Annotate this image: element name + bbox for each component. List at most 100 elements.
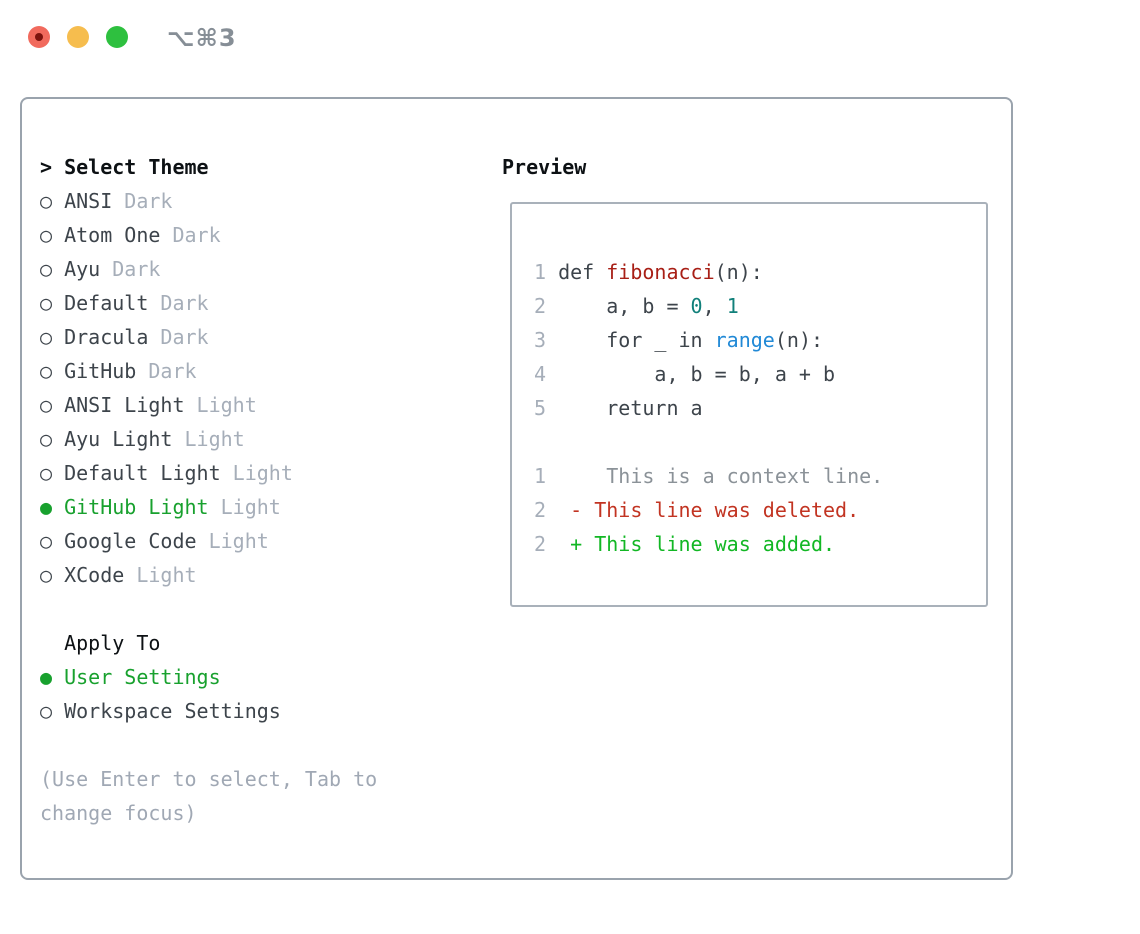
radio-icon: ○ [40, 393, 53, 417]
code-segment: 0 [690, 294, 703, 318]
radio-icon: ○ [40, 427, 53, 451]
code-segment: a, b = [558, 294, 691, 318]
theme-picker: > Select Theme ○ ANSI Dark○ Atom One Dar… [40, 150, 377, 830]
radio-icon: ● [40, 495, 53, 519]
code-line: 4 a, b = b, a + b [534, 357, 986, 391]
theme-option-ansi[interactable]: ○ ANSI Dark [40, 184, 377, 218]
window-title: ⌥⌘3 [167, 24, 237, 52]
radio-icon: ○ [40, 257, 53, 281]
apply-option-name: User Settings [52, 665, 221, 689]
apply-option-user-settings[interactable]: ● User Settings [40, 660, 377, 694]
theme-option-ayu-light[interactable]: ○ Ayu Light Light [40, 422, 377, 456]
code-segment: 4 [534, 362, 559, 386]
apply-option-workspace-settings[interactable]: ○ Workspace Settings [40, 694, 377, 728]
maximize-button[interactable] [106, 26, 128, 48]
code-segment: range [714, 328, 775, 352]
code-segment: , [702, 294, 727, 318]
radio-icon: ○ [40, 563, 53, 587]
theme-option-tag: Light [196, 529, 269, 553]
theme-option-github[interactable]: ○ GitHub Dark [40, 354, 377, 388]
theme-option-ansi-light[interactable]: ○ ANSI Light Light [40, 388, 377, 422]
code-segment: 1 [534, 464, 547, 488]
code-segment: 2 [534, 294, 559, 318]
radio-icon: ○ [40, 699, 53, 723]
theme-option-tag: Dark [100, 257, 161, 281]
theme-option-tag: Light [124, 563, 197, 587]
code-segment: + This line was added. [546, 532, 836, 556]
select-theme-header: > Select Theme [40, 150, 377, 184]
theme-option-tag: Dark [148, 291, 209, 315]
theme-option-name: GitHub Light [52, 495, 209, 519]
apply-to-header-label: Apply To [64, 631, 161, 655]
code-segment: 3 [534, 328, 559, 352]
radio-icon: ○ [40, 359, 53, 383]
apply-to-indent [40, 631, 64, 655]
code-segment: 2 [534, 532, 547, 556]
code-segment: (n): [774, 328, 824, 352]
theme-option-tag: Light [172, 427, 245, 451]
theme-option-tag: Dark [148, 325, 209, 349]
hint-line-2: change focus) [40, 801, 197, 825]
theme-option-atom-one[interactable]: ○ Atom One Dark [40, 218, 377, 252]
theme-option-ayu[interactable]: ○ Ayu Dark [40, 252, 377, 286]
theme-option-name: Ayu [52, 257, 101, 281]
radio-icon: ○ [40, 529, 53, 553]
radio-icon: ● [40, 665, 53, 689]
theme-option-name: Google Code [52, 529, 197, 553]
theme-option-dracula[interactable]: ○ Dracula Dark [40, 320, 377, 354]
code-segment: - This line was deleted. [546, 498, 860, 522]
theme-option-tag: Dark [112, 189, 173, 213]
theme-list: ○ ANSI Dark○ Atom One Dark○ Ayu Dark○ De… [40, 184, 377, 592]
code-line: 2 + This line was added. [534, 527, 986, 561]
spacer-row [40, 728, 377, 762]
close-button[interactable] [28, 26, 50, 48]
main-panel: > Select Theme ○ ANSI Dark○ Atom One Dar… [20, 97, 1013, 880]
code-segment: 1 [534, 260, 559, 284]
theme-option-default[interactable]: ○ Default Dark [40, 286, 377, 320]
code-segment: This is a context line. [546, 464, 884, 488]
theme-option-name: Dracula [52, 325, 149, 349]
theme-option-google-code[interactable]: ○ Google Code Light [40, 524, 377, 558]
spacer [52, 155, 64, 179]
code-line: 1 def fibonacci(n): [534, 255, 986, 289]
spacer-row [40, 592, 377, 626]
theme-option-tag: Light [220, 461, 293, 485]
minimize-button[interactable] [67, 26, 89, 48]
theme-option-tag: Dark [136, 359, 197, 383]
code-line: 3 for _ in range(n): [534, 323, 986, 357]
hint-line-1: (Use Enter to select, Tab to [40, 767, 378, 791]
theme-option-name: GitHub [52, 359, 137, 383]
focus-marker: > [40, 155, 53, 179]
theme-option-name: Default Light [52, 461, 221, 485]
code-line: 2 a, b = 0, 1 [534, 289, 986, 323]
radio-icon: ○ [40, 461, 53, 485]
theme-option-xcode[interactable]: ○ XCode Light [40, 558, 377, 592]
preview-header: Preview [502, 155, 587, 179]
code-line [534, 425, 986, 459]
code-segment: (n): [714, 260, 763, 284]
title-bar: ⌥⌘3 [0, 0, 1140, 97]
radio-icon: ○ [40, 223, 53, 247]
code-segment: a, b = b, a + b [558, 362, 836, 386]
theme-option-default-light[interactable]: ○ Default Light Light [40, 456, 377, 490]
theme-option-name: Ayu Light [52, 427, 173, 451]
radio-icon: ○ [40, 189, 53, 213]
close-button-dot [35, 33, 43, 41]
code-line: 1 This is a context line. [534, 459, 986, 493]
code-line: 2 - This line was deleted. [534, 493, 986, 527]
theme-option-github-light[interactable]: ● GitHub Light Light [40, 490, 377, 524]
code-segment: 2 [534, 498, 547, 522]
apply-to-list: ● User Settings○ Workspace Settings [40, 660, 377, 728]
code-segment: for _ in [558, 328, 715, 352]
code-segment: fibonacci [606, 260, 715, 284]
apply-to-header: Apply To [40, 626, 377, 660]
code-segment: 5 [534, 396, 559, 420]
theme-option-name: ANSI Light [52, 393, 185, 417]
code-segment: def [558, 260, 607, 284]
code-line [534, 221, 986, 255]
theme-option-name: ANSI [52, 189, 113, 213]
code-segment: 1 [726, 294, 739, 318]
